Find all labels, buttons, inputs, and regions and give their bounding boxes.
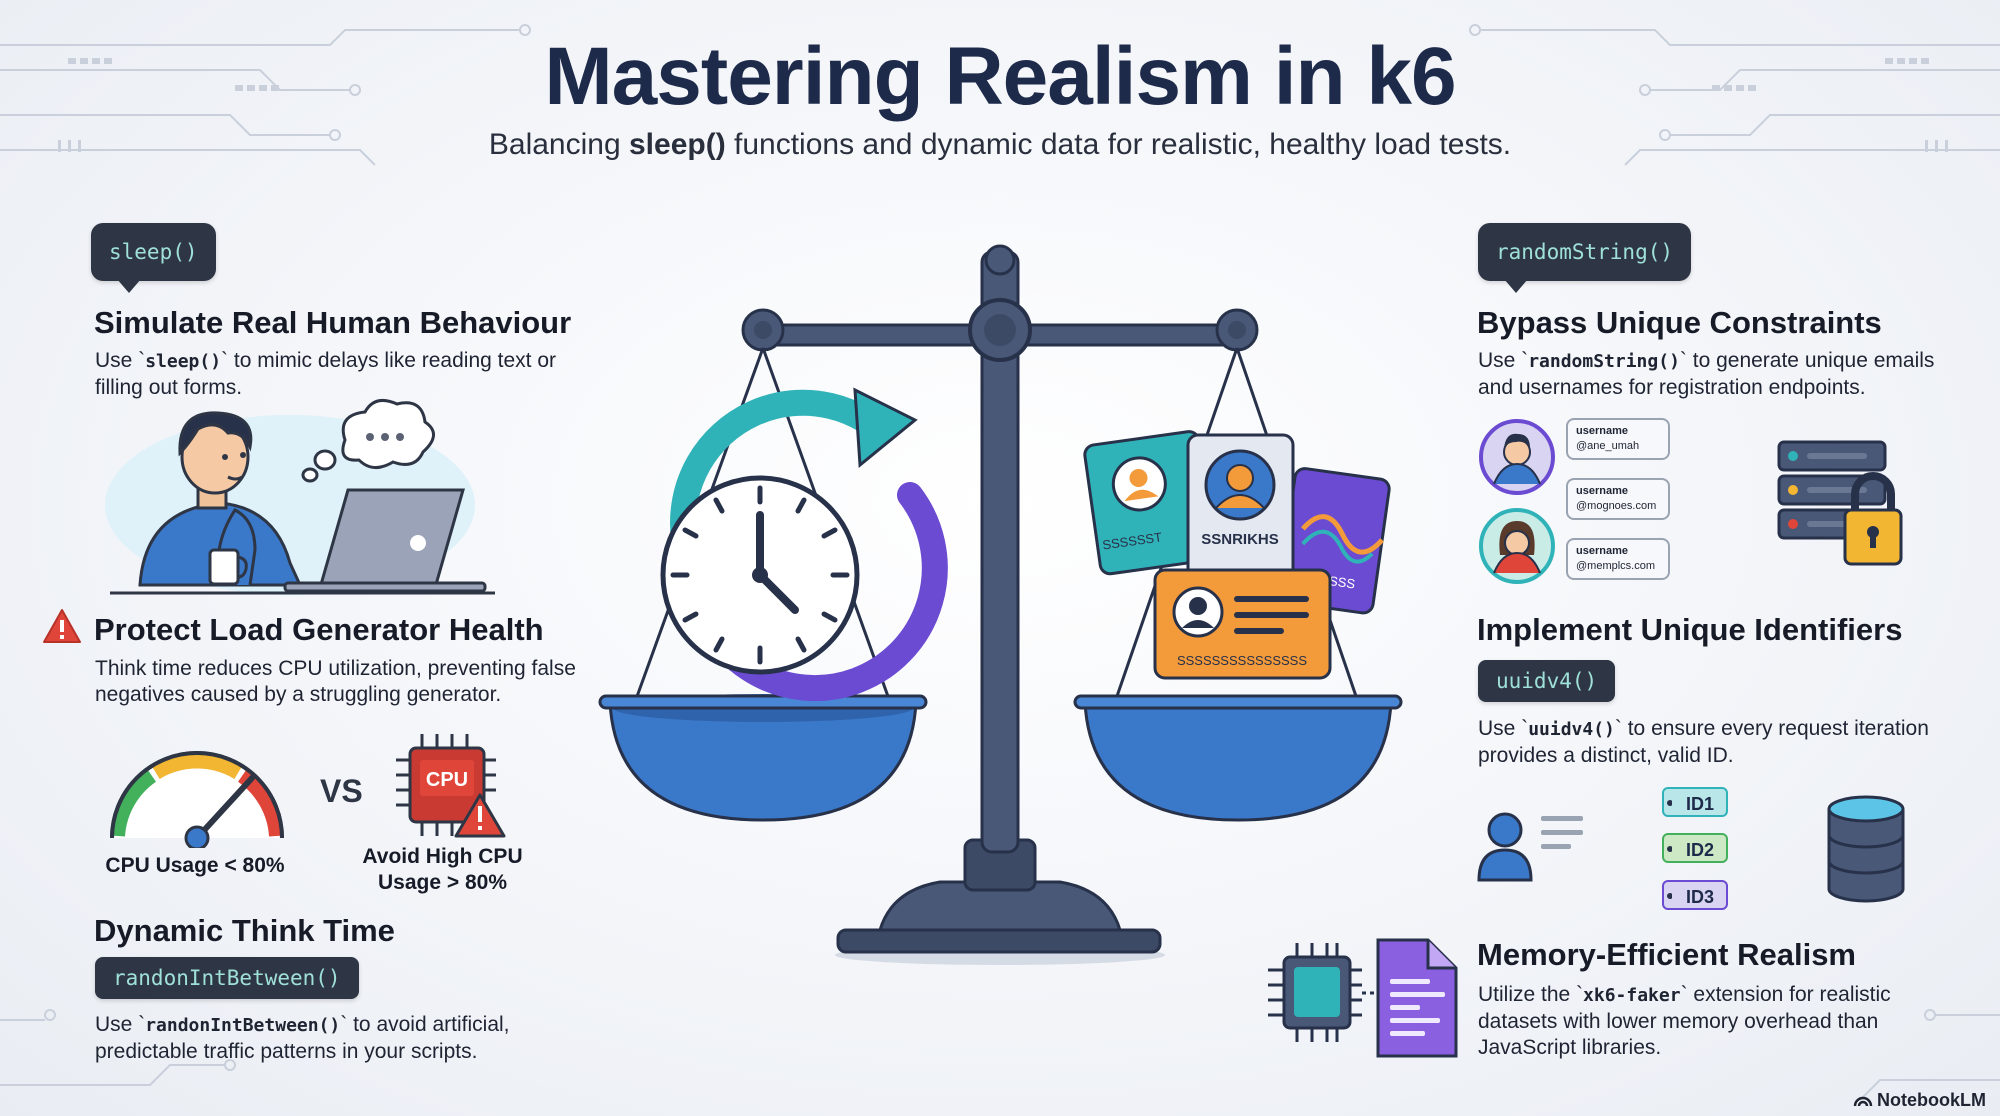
avoid-label: Avoid High CPU Usage > 80% — [350, 844, 535, 896]
unique-text: Use `uuidv4()` to ensure every request i… — [1478, 716, 1958, 769]
protect-text: Think time reduces CPU utilization, prev… — [95, 657, 576, 706]
simulate-code: sleep() — [145, 351, 222, 372]
cpu-gauge-icon — [110, 751, 284, 848]
username-card: username @memplcs.com — [1566, 538, 1670, 580]
user-list-icon — [1477, 812, 1583, 882]
bypass-pre: Use ` — [1478, 349, 1529, 372]
tag-notch-icon — [1667, 800, 1672, 899]
bypass-heading: Bypass Unique Constraints — [1477, 305, 1882, 340]
dynamic-heading: Dynamic Think Time — [94, 913, 395, 948]
memory-chip-document-icon — [1268, 938, 1458, 1058]
database-icon — [1827, 795, 1905, 903]
username-value: @mognoes.com — [1576, 500, 1657, 512]
memory-pre: Utilize the ` — [1478, 983, 1584, 1006]
id-tag: ID1 — [1662, 787, 1729, 817]
memory-text: Utilize the `xk6-faker` extension for re… — [1478, 982, 1948, 1061]
balance-scale-illustration: SSSSSST ESSSSSSS SSNRIKHS SSSSSSSSSSSSSS… — [598, 244, 1403, 965]
subtitle-suffix: functions and dynamic data for realistic… — [725, 128, 1512, 161]
vs-label: VS — [320, 773, 363, 809]
cpu-chip-label: CPU — [426, 769, 468, 791]
bypass-post: ` to generate unique emails and username… — [1478, 349, 1935, 399]
dynamic-pre: Use ` — [95, 1013, 146, 1036]
simulate-heading: Simulate Real Human Behaviour — [94, 305, 572, 340]
page-title: Mastering Realism in k6 — [544, 31, 1456, 122]
dynamic-post: ` to avoid artificial, predictable traff… — [95, 1013, 510, 1063]
username-card: username @mognoes.com — [1566, 478, 1670, 520]
id-tag: ID2 — [1662, 833, 1729, 863]
id-cards-icon: SSSSSST ESSSSSSS SSNRIKHS SSSSSSSSSSSSSS… — [1083, 430, 1391, 680]
user-avatar-female-icon — [1479, 508, 1555, 584]
dynamic-text: Use `randonIntBetween()` to avoid artifi… — [95, 1012, 575, 1065]
unique-code: uuidv4() — [1528, 719, 1615, 740]
unique-pre: Use ` — [1478, 717, 1529, 740]
chip-tail — [1504, 279, 1528, 293]
server-lock-icon — [1777, 440, 1903, 566]
gauge-label: CPU Usage < 80% — [105, 854, 285, 877]
sleep-chip-label: sleep() — [109, 240, 198, 264]
thought-bubble-icon — [301, 398, 435, 483]
avoid-label-line1: Avoid High CPU — [362, 845, 523, 868]
notebooklm-brand: NotebookLM — [1877, 1090, 1986, 1110]
chip-tail — [117, 279, 141, 293]
uuid-code-chip: uuidv4() — [1478, 660, 1616, 702]
simulate-pre: Use ` — [95, 349, 146, 372]
bypass-code: randomString() — [1528, 351, 1680, 372]
memory-heading: Memory-Efficient Realism — [1477, 937, 1856, 972]
bypass-text: Use `randomString()` to generate unique … — [1478, 348, 1968, 401]
subtitle-bold: sleep() — [628, 128, 726, 161]
randomstring-chip-label: randomString() — [1496, 240, 1674, 264]
username-value: @ane_umah — [1576, 440, 1640, 452]
simulate-post: ` to mimic delays like reading text or f… — [95, 349, 557, 399]
randomstring-code-chip: randomString() — [1478, 223, 1692, 293]
randint-code-chip: randonIntBetween() — [95, 957, 359, 999]
badge-name: SSNRIKHS — [1201, 531, 1279, 548]
unique-heading: Implement Unique Identifiers — [1477, 612, 1903, 647]
unique-post: ` to ensure every request iteration prov… — [1478, 717, 1929, 767]
memory-post: ` extension for realistic datasets with … — [1478, 983, 1891, 1059]
user-avatar-male-icon — [1479, 419, 1555, 495]
sleep-code-chip: sleep() — [91, 223, 216, 293]
protect-heading: Protect Load Generator Health — [94, 612, 544, 647]
subtitle-prefix: Balancing — [488, 128, 629, 161]
person-laptop-illustration — [105, 398, 495, 595]
username-value: @memplcs.com — [1576, 560, 1656, 572]
username-key: username — [1576, 425, 1628, 437]
username-key: username — [1576, 485, 1628, 497]
avoid-label-line2: Usage > 80% — [378, 871, 507, 894]
cpu-chip-icon: CPU — [396, 734, 506, 838]
notebooklm-logo-icon — [1853, 1096, 1873, 1107]
id-tag: ID3 — [1662, 880, 1729, 910]
page-subtitle: Balancing sleep() functions and dynamic … — [0, 128, 2000, 162]
simulate-text: Use `sleep()` to mimic delays like readi… — [95, 348, 565, 401]
username-key: username — [1576, 545, 1628, 557]
card-text-front: SSSSSSSSSSSSSSS — [1177, 653, 1307, 668]
warning-icon — [43, 609, 81, 643]
clock-icon — [660, 387, 948, 702]
memory-code: xk6-faker — [1583, 985, 1681, 1006]
dynamic-code: randonIntBetween() — [145, 1015, 341, 1036]
username-card: username @ane_umah — [1566, 418, 1670, 460]
